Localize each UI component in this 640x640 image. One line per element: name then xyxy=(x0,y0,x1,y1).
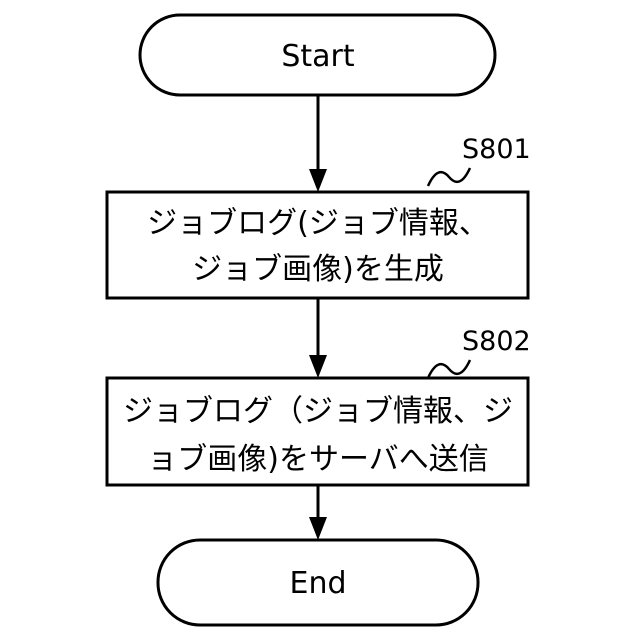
arrow-s802-to-end xyxy=(309,485,327,540)
end-terminal-label: End xyxy=(289,566,346,601)
arrow-s802-to-end-head xyxy=(309,517,327,540)
step-label-s801: S801 xyxy=(462,134,531,165)
process-box-s801: ジョブログ(ジョブ情報、 ジョブ画像)を生成 xyxy=(107,192,528,298)
process-box-s802-line-1: ジョブログ（ジョブ情報、ジ xyxy=(123,394,513,429)
process-box-s801-line-2: ジョブ画像)を生成 xyxy=(192,252,444,287)
process-box-s802-line-2: ョブ画像)をサーバへ送信 xyxy=(147,442,488,477)
step-label-s802: S802 xyxy=(462,326,531,357)
arrow-s801-to-s802 xyxy=(309,298,327,378)
end-terminal: End xyxy=(158,540,478,625)
start-terminal: Start xyxy=(140,15,495,95)
step-leader-s801 xyxy=(428,168,470,186)
arrow-s801-to-s802-head xyxy=(309,355,327,378)
arrow-start-to-s801 xyxy=(309,95,327,192)
process-box-s802: ジョブログ（ジョブ情報、ジ ョブ画像)をサーバへ送信 xyxy=(107,378,528,485)
process-box-s801-line-1: ジョブログ(ジョブ情報、 xyxy=(147,206,489,241)
arrow-start-to-s801-head xyxy=(309,169,327,192)
step-leader-s802 xyxy=(428,360,470,378)
start-terminal-label: Start xyxy=(281,39,355,74)
